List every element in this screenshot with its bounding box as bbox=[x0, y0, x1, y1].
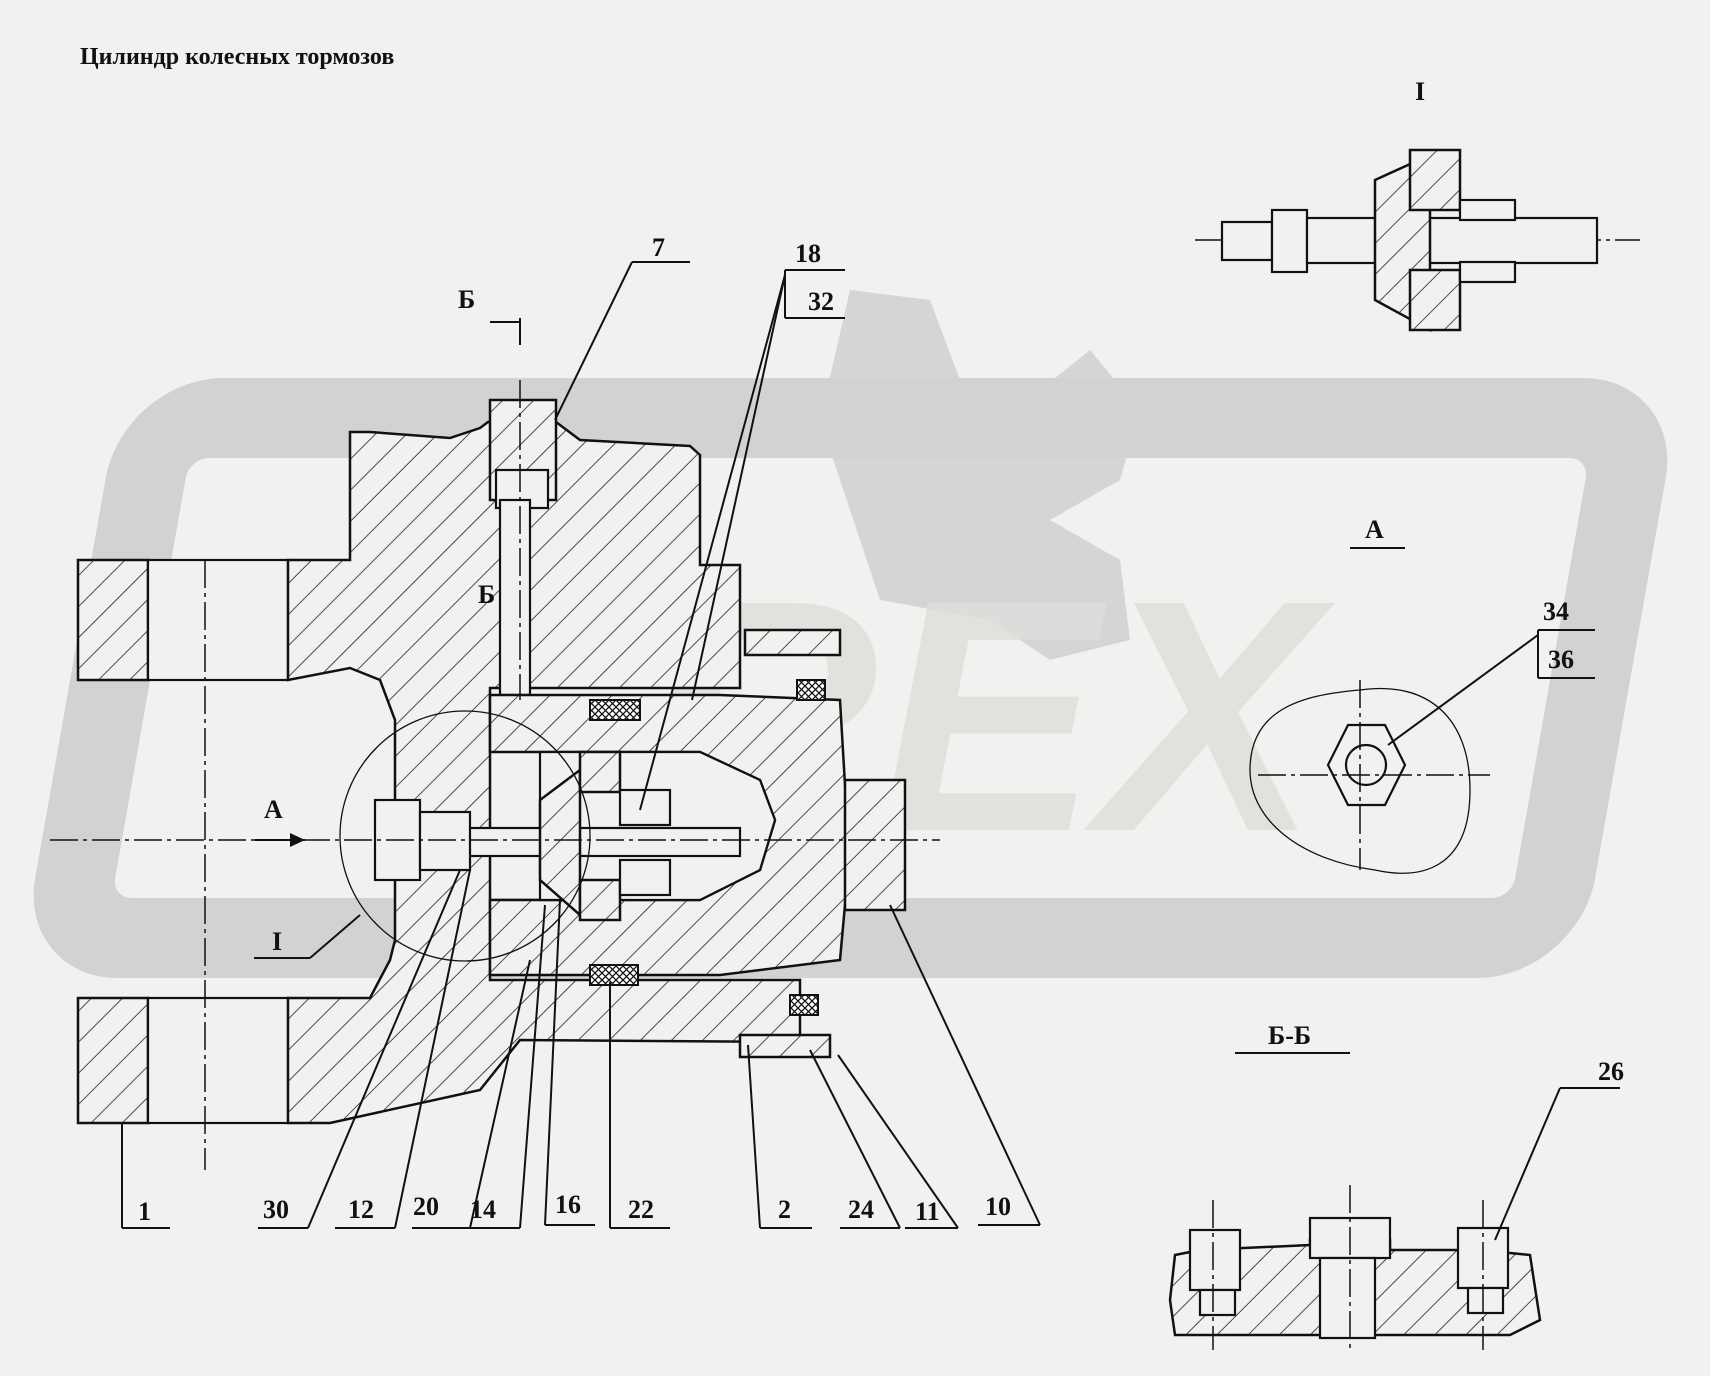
detail-circle-I bbox=[339, 710, 591, 962]
callout-12: 12 bbox=[348, 1195, 374, 1224]
main-section-view bbox=[50, 318, 940, 1170]
callout-22: 22 bbox=[628, 1195, 654, 1224]
seal-outer-upper bbox=[796, 679, 826, 701]
end-cap bbox=[843, 778, 907, 912]
callout-I: I bbox=[272, 927, 282, 956]
detail-title: I bbox=[1415, 77, 1425, 106]
lower-flange-ear bbox=[76, 996, 150, 1125]
section-bb-view: Б-Б bbox=[1168, 1021, 1542, 1350]
seal-outer-lower bbox=[789, 994, 819, 1016]
view-A: A bbox=[1249, 515, 1490, 874]
seal-lower bbox=[589, 964, 639, 986]
retainer-upper bbox=[743, 628, 842, 657]
seal-upper bbox=[589, 699, 641, 721]
view-a-title: A bbox=[1365, 515, 1384, 544]
section-mark-mid: Б bbox=[478, 580, 495, 609]
view-arrow-label: A bbox=[264, 795, 283, 824]
callout-10: 10 bbox=[985, 1192, 1011, 1221]
callout-14: 14 bbox=[470, 1195, 496, 1224]
view-a-outline bbox=[1249, 687, 1471, 874]
callout-7: 7 bbox=[652, 233, 665, 262]
callout-18: 18 bbox=[795, 239, 821, 268]
detail-I-view: I bbox=[1195, 77, 1640, 333]
callout-26: 26 bbox=[1598, 1057, 1624, 1086]
drawing-title: Цилиндр колесных тормозов bbox=[80, 44, 395, 70]
callout-34: 34 bbox=[1543, 597, 1569, 626]
callout-24: 24 bbox=[848, 1195, 874, 1224]
callout-2: 2 bbox=[778, 1195, 791, 1224]
upper-flange-ear bbox=[76, 558, 150, 682]
section-bb-title: Б-Б bbox=[1268, 1021, 1311, 1050]
callout-32: 32 bbox=[808, 287, 834, 316]
callout-11: 11 bbox=[915, 1197, 940, 1226]
callout-1: 1 bbox=[138, 1197, 151, 1226]
retainer-lower bbox=[738, 1033, 832, 1059]
callout-36: 36 bbox=[1548, 645, 1574, 674]
section-mark-top: Б bbox=[458, 285, 475, 314]
leader-lines bbox=[121, 261, 1620, 1241]
callout-20: 20 bbox=[413, 1192, 439, 1221]
callout-30: 30 bbox=[263, 1195, 289, 1224]
callout-16: 16 bbox=[555, 1190, 581, 1219]
